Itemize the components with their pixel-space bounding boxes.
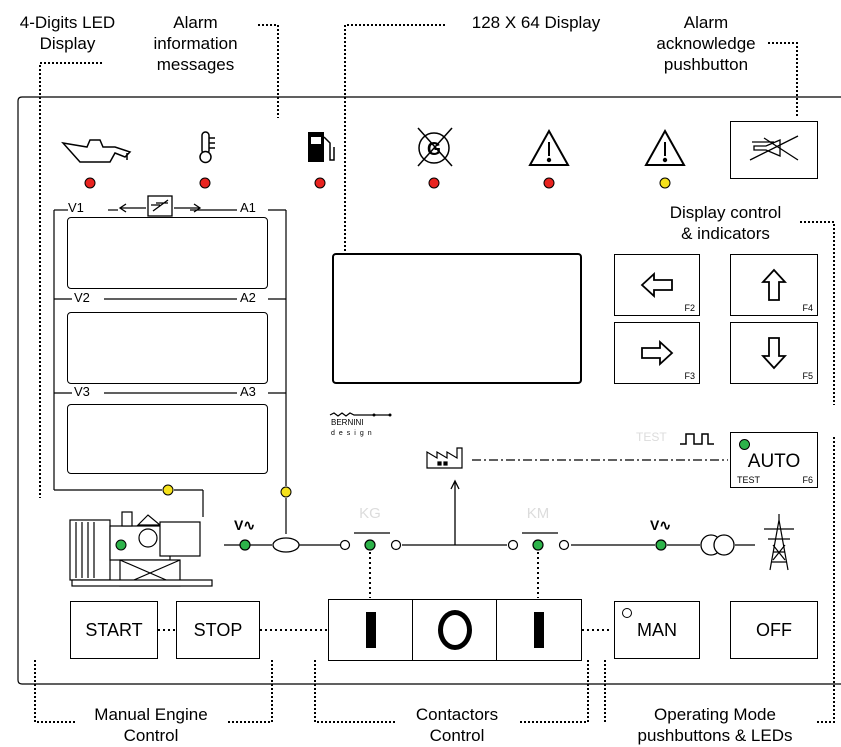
arrow-down-icon <box>761 337 787 370</box>
f6-label: F6 <box>802 475 813 485</box>
bus-line <box>224 479 755 553</box>
meter-label-v3: V3 <box>74 384 90 399</box>
start-button[interactable]: START <box>70 601 158 659</box>
down-arrow-button[interactable]: F5 <box>730 322 818 384</box>
close-kg-button[interactable] <box>328 599 413 661</box>
callout-lcd-display: 128 X 64 Display <box>471 13 601 32</box>
test-wave-icon <box>680 433 714 445</box>
warning-icon <box>644 128 686 166</box>
f2-label: F2 <box>684 303 695 313</box>
close-km-button[interactable] <box>496 599 582 661</box>
generator-alarm-led <box>428 177 440 189</box>
meter-label-v1: V1 <box>68 200 84 215</box>
start-label: START <box>85 619 143 640</box>
generator-voltage-led <box>239 539 251 551</box>
logo-sub: design <box>331 430 376 437</box>
km-label: KM <box>527 505 550 522</box>
right-arrow-button[interactable]: F3 <box>614 322 700 384</box>
man-button[interactable]: MAN <box>614 601 700 659</box>
led-display-3 <box>67 404 268 474</box>
led-display-2 <box>67 312 268 384</box>
meter-led <box>280 486 292 498</box>
mains-voltage-symbol: V∿ <box>650 517 671 533</box>
shutdown-alarm-led <box>543 177 555 189</box>
temp-alarm-led <box>199 177 211 189</box>
oil-alarm-led <box>84 177 96 189</box>
load-factory-icon <box>426 447 463 469</box>
arrow-left-icon <box>640 272 673 298</box>
meter-label-a3: A3 <box>240 384 256 399</box>
callout-leaders <box>34 24 835 723</box>
off-button[interactable]: OFF <box>730 601 818 659</box>
auto-label: AUTO <box>747 451 801 472</box>
generator-voltage-symbol: V∿ <box>234 517 255 533</box>
fuel-icon <box>308 132 335 162</box>
stop-button[interactable]: STOP <box>176 601 260 659</box>
logo-name: BERNINI <box>331 418 363 427</box>
meter-frame <box>53 209 287 534</box>
auto-test-label: TEST <box>737 475 761 485</box>
meter-label-v2: V2 <box>74 290 90 305</box>
no-generator-icon: G <box>417 127 453 167</box>
button-links <box>158 552 612 631</box>
stop-label: STOP <box>193 619 243 640</box>
callout-display-control: Display control& indicators <box>669 203 782 243</box>
alarm-ack-button[interactable] <box>730 121 818 179</box>
man-mode-led <box>622 608 632 618</box>
led-display-1 <box>67 217 268 289</box>
generator-set-icon <box>69 511 213 587</box>
transformer-icon <box>700 534 735 556</box>
kg-label: KG <box>359 505 381 522</box>
i-symbol-icon <box>365 612 376 648</box>
oil-pressure-icon <box>61 139 132 163</box>
left-arrow-button[interactable]: F2 <box>614 254 700 316</box>
meter-label-a1: A1 <box>240 200 256 215</box>
off-label: OFF <box>756 619 792 640</box>
up-arrow-button[interactable]: F4 <box>730 254 818 316</box>
mains-voltage-led <box>655 539 667 551</box>
auto-mode-led <box>739 439 750 450</box>
bernini-logo: BERNINI design <box>329 412 392 437</box>
lcd-display <box>332 253 582 384</box>
generator-letter: G <box>427 139 441 159</box>
auto-button[interactable]: AUTO TEST F6 <box>730 432 818 488</box>
km-contactor-led <box>532 539 544 551</box>
fuel-alarm-led <box>314 177 326 189</box>
phase-select-indicator <box>118 195 202 217</box>
f5-label: F5 <box>802 371 813 381</box>
arrow-up-icon <box>761 268 787 301</box>
horn-mute-icon <box>749 135 799 161</box>
temperature-icon <box>199 131 215 164</box>
arrow-right-icon <box>641 340 674 366</box>
engine-running-led <box>115 539 127 551</box>
warning-icon <box>528 128 570 166</box>
man-label: MAN <box>637 619 677 640</box>
kg-contactor-led <box>364 539 376 551</box>
warning-alarm-led <box>659 177 671 189</box>
i-symbol-icon <box>534 612 544 648</box>
panel-outline <box>17 96 841 685</box>
open-contactors-button[interactable] <box>412 599 497 661</box>
power-pylon-icon <box>764 514 794 571</box>
meter-led <box>162 484 174 496</box>
f4-label: F4 <box>802 303 813 313</box>
test-label: TEST <box>636 430 667 444</box>
o-symbol-icon <box>437 610 472 650</box>
f3-label: F3 <box>684 371 695 381</box>
meter-label-a2: A2 <box>240 290 256 305</box>
